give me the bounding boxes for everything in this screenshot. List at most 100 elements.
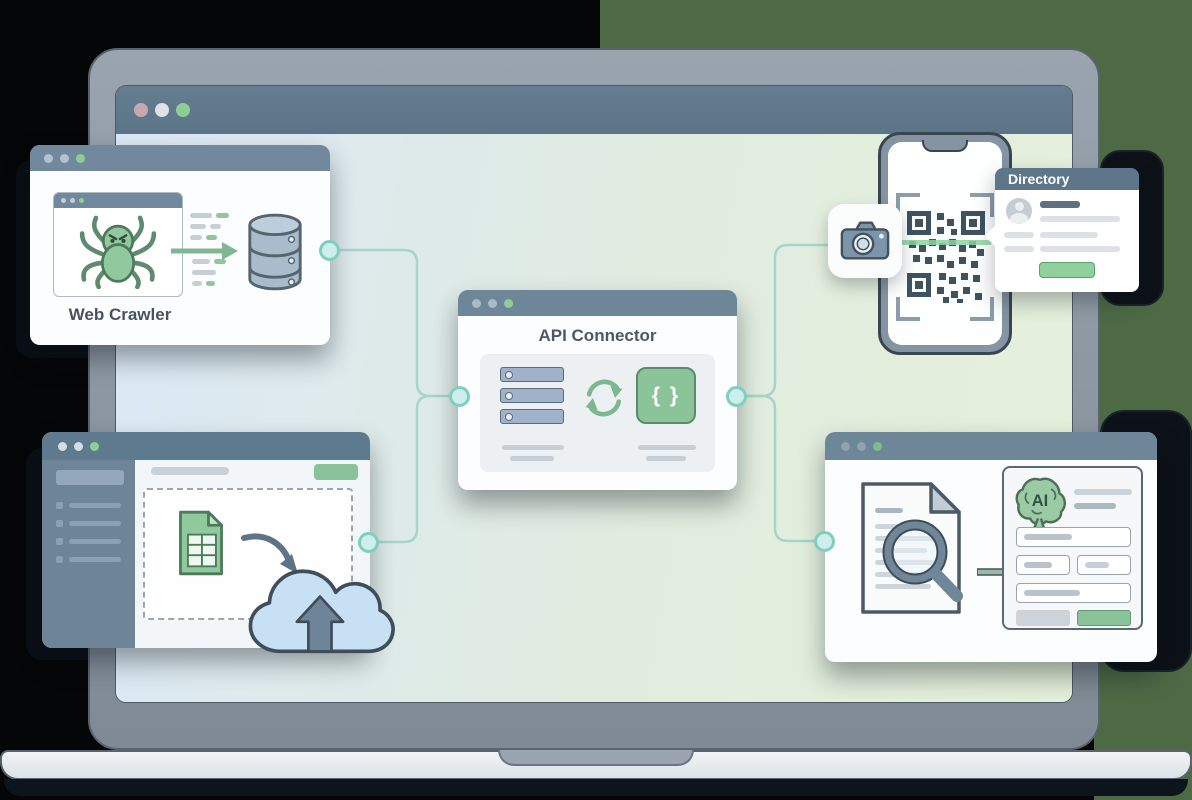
pointer-left: [984, 226, 995, 246]
primary-button[interactable]: [1077, 610, 1131, 626]
data-dash: [190, 213, 212, 218]
window-dot: [857, 442, 866, 451]
camera-app-icon[interactable]: [828, 204, 902, 278]
input-value-line: [1024, 562, 1052, 568]
upload-button[interactable]: [314, 464, 358, 480]
window-dot: [79, 198, 84, 203]
window-dot: [873, 442, 882, 451]
data-dash: [214, 259, 226, 264]
curved-arrow-icon: [241, 533, 298, 574]
window-dot: [60, 154, 69, 163]
traffic-light-yellow: [155, 103, 169, 117]
data-dash: [192, 281, 202, 286]
scan-corner: [896, 193, 920, 217]
api-connector-window: API Connector { }: [458, 290, 737, 490]
caption-line: [1074, 503, 1116, 509]
laptop-base-bottom: [4, 779, 1188, 796]
database-icon: [248, 213, 302, 291]
sidebar-item-line: [69, 539, 121, 544]
connector-node: [725, 385, 747, 407]
qr-code-icon: [907, 211, 985, 303]
upload-window: [42, 432, 395, 654]
directory-card: Directory: [984, 168, 1139, 292]
data-dash: [190, 224, 206, 229]
directory-header: Directory: [995, 168, 1139, 190]
form-input[interactable]: [1016, 555, 1070, 575]
brain-icon: AI: [1015, 477, 1066, 530]
sidebar-item-line: [69, 557, 121, 562]
breadcrumb-line: [151, 467, 229, 475]
sidebar-item-line: [69, 503, 121, 508]
upload-titlebar: [42, 432, 370, 460]
ai-badge-text: AI: [1032, 492, 1048, 510]
input-value-line: [1024, 590, 1080, 596]
avatar-head: [1014, 202, 1024, 211]
camera-icon: [840, 221, 890, 260]
sidebar-item[interactable]: [56, 520, 126, 527]
connector-node: [448, 385, 470, 407]
caption-line: [638, 445, 696, 450]
secondary-button[interactable]: [1016, 610, 1070, 626]
sidebar-header-block: [56, 470, 124, 485]
code-glyph: { }: [651, 383, 681, 407]
api-panel: { }: [480, 354, 715, 472]
window-dot: [61, 198, 66, 203]
window-dot: [58, 442, 67, 451]
contact-line: [1040, 216, 1120, 222]
mini-browser-titlebar: [54, 193, 182, 208]
cloud-upload-icon: [248, 569, 395, 654]
scan-corner: [970, 193, 994, 217]
data-dash: [192, 270, 216, 275]
mini-browser: [53, 192, 183, 297]
directory-body: [984, 190, 1139, 292]
connector-node: [813, 530, 835, 552]
contact-name-line: [1040, 201, 1080, 208]
caption-line: [1074, 489, 1132, 495]
sidebar-item-bullet: [56, 502, 63, 509]
sidebar-item-line: [69, 521, 121, 526]
window-dot: [44, 154, 53, 163]
web-crawler-titlebar: [30, 145, 330, 171]
avatar: [1006, 198, 1032, 224]
window-dot: [70, 198, 75, 203]
sidebar-item[interactable]: [56, 556, 126, 563]
magnifier-icon: [882, 519, 963, 602]
contact-line: [1004, 232, 1034, 238]
traffic-light-red: [134, 103, 148, 117]
scan-frame: [896, 193, 994, 321]
form-input[interactable]: [1077, 555, 1131, 575]
caption-line: [502, 445, 564, 450]
input-value-line: [1085, 562, 1109, 568]
window-dot: [90, 442, 99, 451]
analysis-window: AI: [825, 432, 1157, 662]
ai-form-card: AI: [1002, 466, 1143, 630]
sidebar-item[interactable]: [56, 538, 126, 545]
sidebar-item-bullet: [56, 538, 63, 545]
code-badge-icon: { }: [636, 367, 696, 424]
directory-action-button[interactable]: [1039, 262, 1095, 278]
contact-line: [1004, 246, 1034, 252]
scan-line: [862, 240, 992, 245]
contact-line: [1040, 246, 1120, 252]
data-dash: [210, 224, 221, 229]
connector-node: [318, 239, 340, 261]
form-input[interactable]: [1016, 527, 1131, 547]
window-dot: [488, 299, 497, 308]
api-connector-title: API Connector: [538, 326, 657, 345]
sidebar-item-bullet: [56, 556, 63, 563]
avatar-shoulders: [1010, 213, 1028, 224]
data-dash: [192, 259, 210, 264]
window-dot: [841, 442, 850, 451]
form-input[interactable]: [1016, 583, 1131, 603]
web-crawler-window: Web Crawler: [30, 145, 330, 345]
data-dash: [206, 281, 215, 286]
contact-line: [1040, 232, 1098, 238]
sidebar-item-bullet: [56, 520, 63, 527]
caption-line: [510, 456, 554, 461]
data-dash: [216, 213, 229, 218]
sidebar-item[interactable]: [56, 502, 126, 509]
web-crawler-label: Web Crawler: [68, 305, 172, 324]
sync-icon: [585, 379, 623, 417]
